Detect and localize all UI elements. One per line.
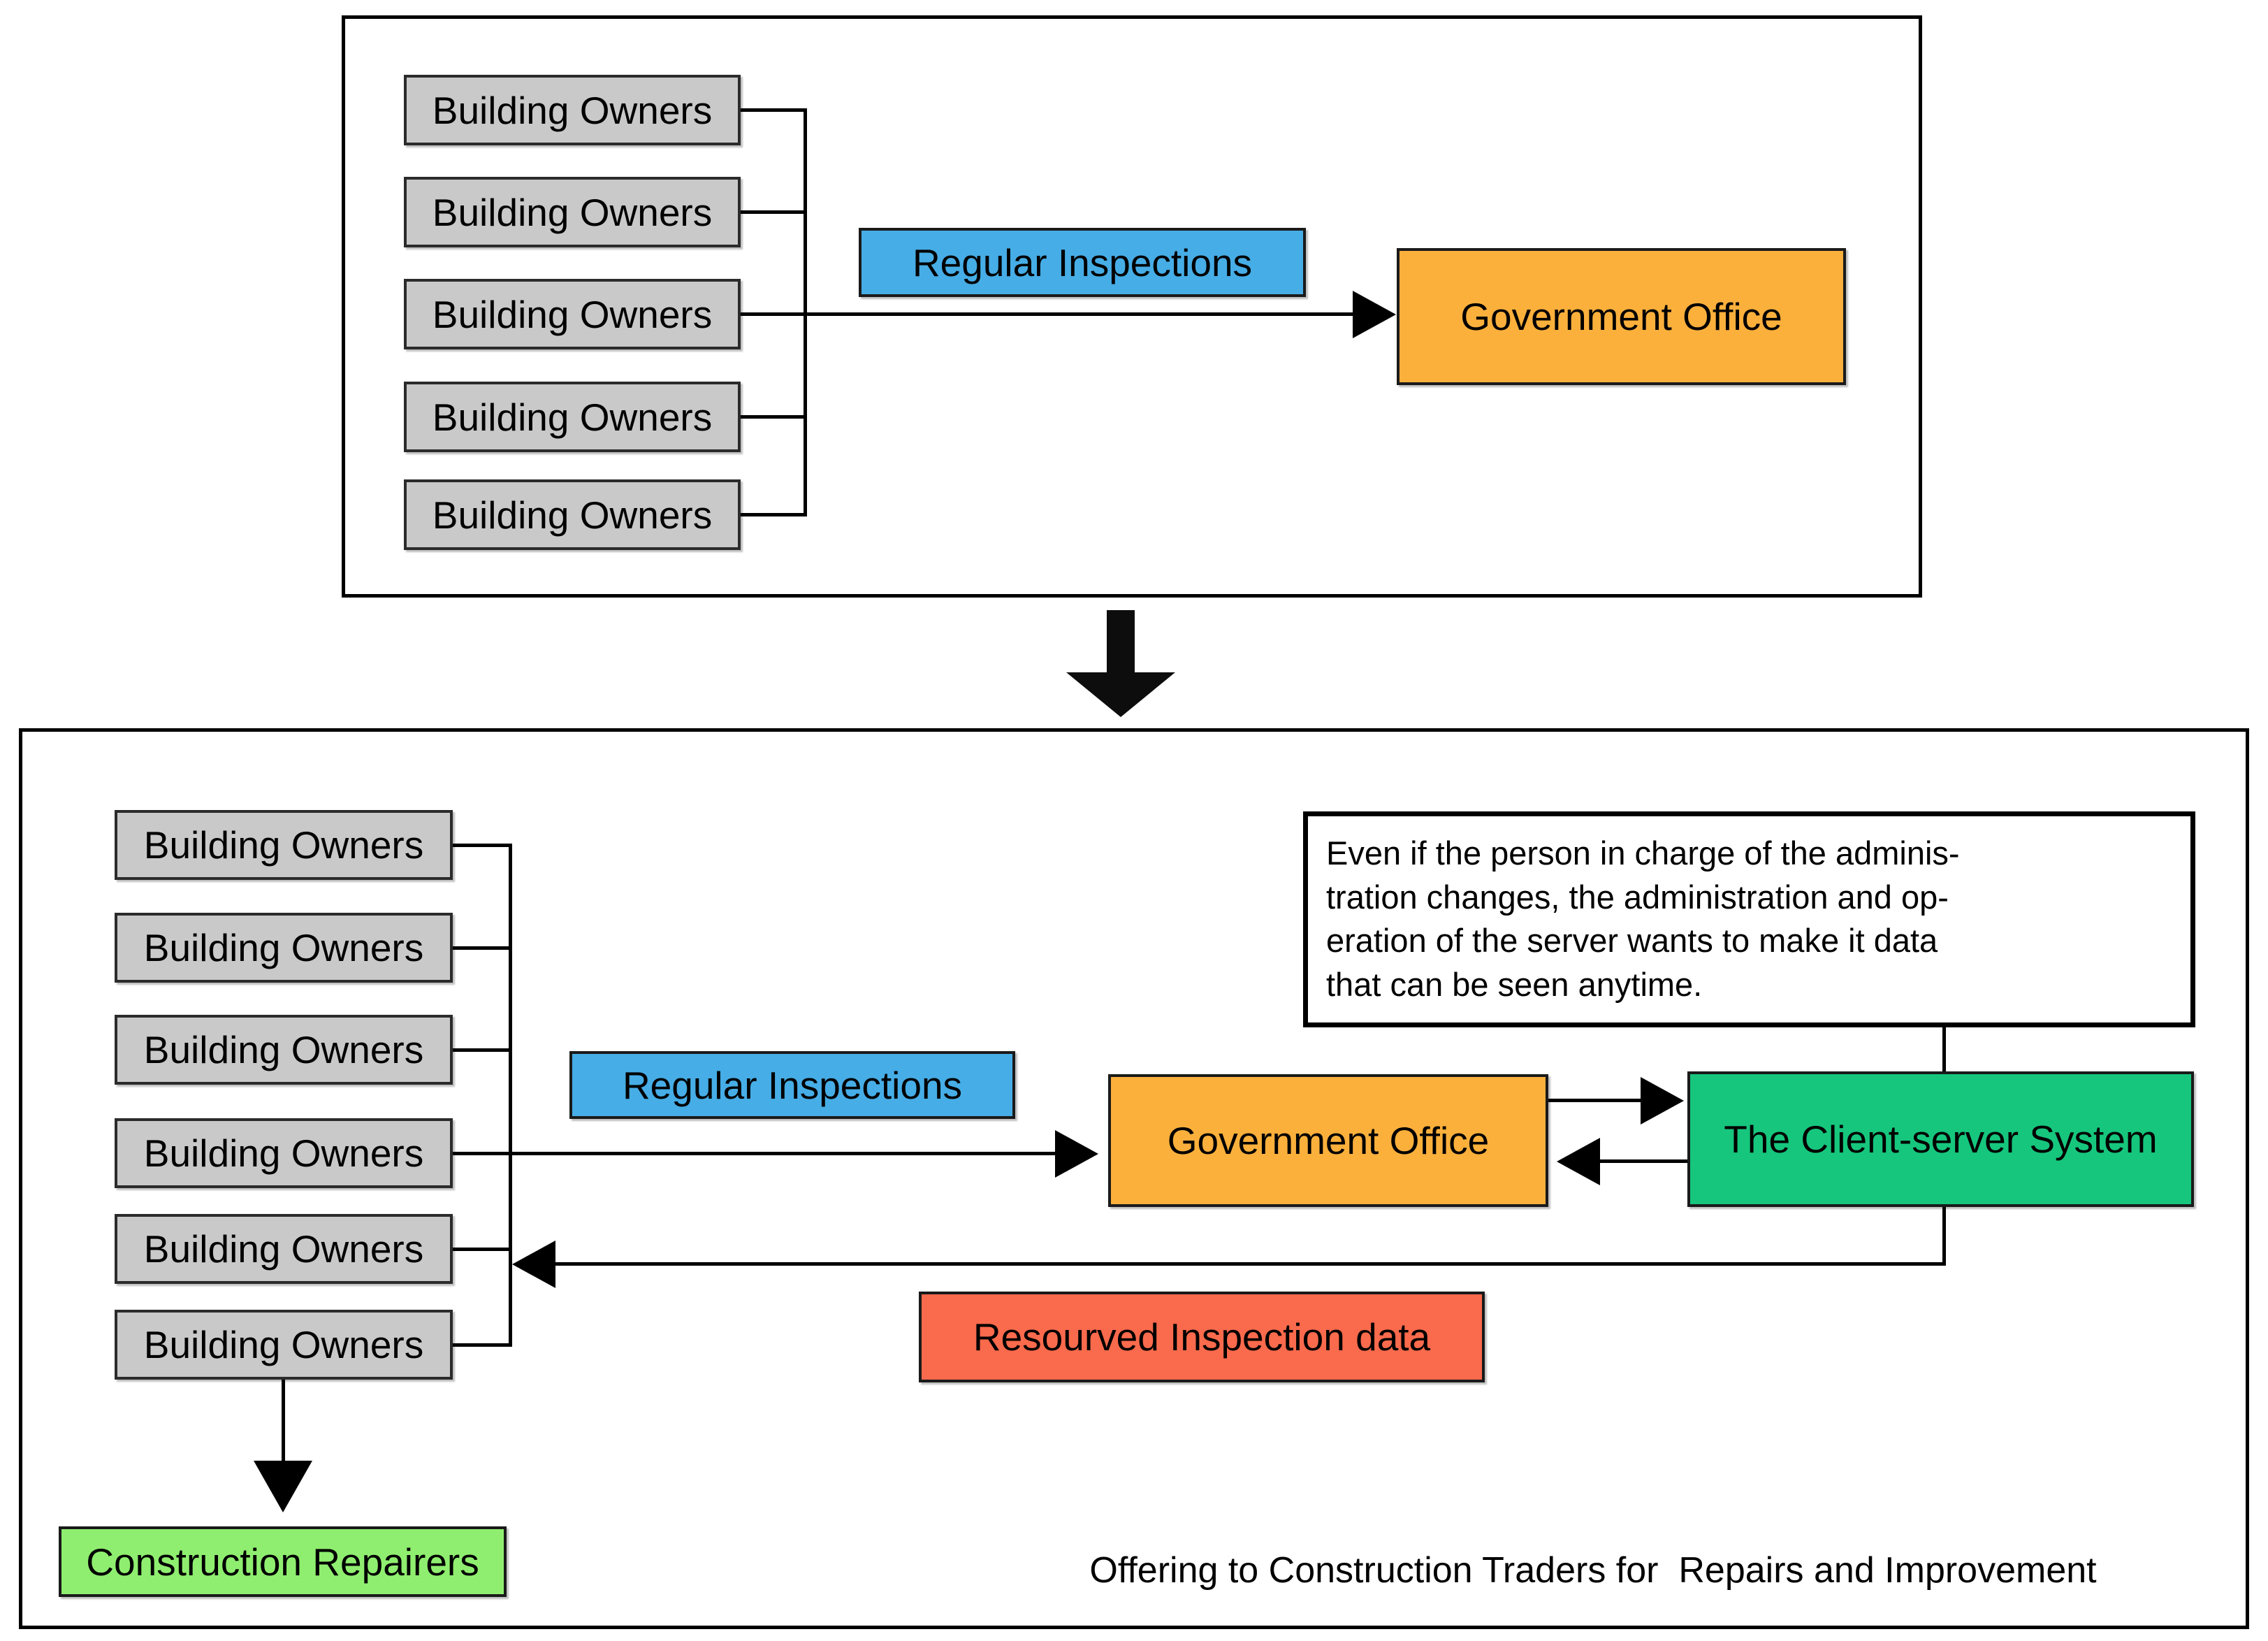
- owner-box: Building Owners: [115, 1015, 453, 1085]
- owner-box: Building Owners: [115, 1310, 453, 1380]
- note-line: eration of the server wants to make it d…: [1326, 922, 1938, 959]
- owner-box-label: Building Owners: [432, 88, 713, 132]
- owner-box-label: Building Owners: [143, 823, 424, 867]
- arrowhead-right-icon: [1353, 291, 1396, 338]
- connector-line: [741, 210, 807, 214]
- note-box: Even if the person in charge of the admi…: [1303, 811, 2195, 1027]
- repairers-connector-line: [282, 1380, 285, 1462]
- server-to-office-line: [1600, 1159, 1687, 1163]
- owner-box: Building Owners: [115, 810, 453, 880]
- regular-inspections-box: Regular Inspections: [859, 228, 1306, 297]
- note-connector-line: [1942, 1027, 1946, 1071]
- connector-line: [453, 946, 512, 950]
- caption: Offering to Construction Traders for Rep…: [1089, 1550, 2097, 1591]
- owner-box-label: Building Owners: [143, 1227, 424, 1271]
- client-server-label: The Client-server System: [1724, 1118, 2158, 1161]
- owner-box: Building Owners: [404, 279, 741, 349]
- owner-box-label: Building Owners: [143, 1132, 424, 1175]
- resourced-data-label: Resourved Inspection data: [973, 1315, 1431, 1359]
- owner-box: Building Owners: [115, 1118, 453, 1188]
- owner-box-label: Building Owners: [432, 493, 713, 537]
- connector-line: [741, 108, 807, 112]
- owner-box-label: Building Owners: [143, 1028, 424, 1071]
- resourced-data-box: Resourved Inspection data: [919, 1292, 1485, 1382]
- owner-box-label: Building Owners: [143, 1323, 424, 1366]
- connector-line: [453, 1048, 512, 1052]
- owner-box-label: Building Owners: [432, 395, 713, 439]
- owner-box: Building Owners: [404, 479, 741, 550]
- flow-down-arrow-head-icon: [1066, 672, 1175, 717]
- note-line: tration changes, the administration and …: [1326, 878, 1949, 916]
- connector-line: [741, 415, 807, 419]
- owner-box: Building Owners: [404, 177, 741, 247]
- owner-box: Building Owners: [115, 1214, 453, 1284]
- government-office-box: Government Office: [1108, 1074, 1548, 1207]
- return-flow-line: [554, 1262, 1946, 1266]
- arrowhead-down-icon: [254, 1461, 312, 1512]
- construction-repairers-label: Construction Repairers: [86, 1540, 479, 1584]
- regular-inspections-label: Regular Inspections: [622, 1063, 963, 1107]
- flow-down-arrow: [1107, 610, 1135, 675]
- connector-line: [453, 1343, 512, 1347]
- arrowhead-right-icon: [1641, 1077, 1684, 1125]
- owner-box-label: Building Owners: [432, 292, 713, 336]
- arrowhead-right-icon: [1055, 1130, 1098, 1178]
- owner-box: Building Owners: [404, 75, 741, 145]
- owner-box: Building Owners: [404, 382, 741, 452]
- inspection-flow-line: [741, 312, 1355, 316]
- owner-box: Building Owners: [115, 913, 453, 983]
- connector-line: [453, 1248, 512, 1251]
- arrowhead-left-icon: [1557, 1138, 1600, 1185]
- connector-line: [453, 844, 512, 847]
- connector-line: [741, 513, 807, 516]
- note-line: that can be seen anytime.: [1326, 965, 1703, 1003]
- government-office-label: Government Office: [1460, 295, 1782, 338]
- client-server-box: The Client-server System: [1687, 1071, 2194, 1207]
- note-line: Even if the person in charge of the admi…: [1326, 834, 1960, 872]
- government-office-box: Government Office: [1397, 248, 1846, 385]
- return-connector-line: [1942, 1207, 1946, 1265]
- government-office-label: Government Office: [1167, 1119, 1490, 1162]
- regular-inspections-label: Regular Inspections: [912, 240, 1253, 284]
- regular-inspections-box: Regular Inspections: [569, 1051, 1015, 1119]
- inspection-flow-line: [453, 1152, 1057, 1155]
- connector-trunk: [509, 844, 512, 1347]
- construction-repairers-box: Construction Repairers: [59, 1526, 507, 1597]
- owner-box-label: Building Owners: [143, 926, 424, 969]
- office-to-server-line: [1548, 1099, 1643, 1102]
- owner-box-label: Building Owners: [432, 190, 713, 234]
- arrowhead-left-icon: [512, 1241, 555, 1288]
